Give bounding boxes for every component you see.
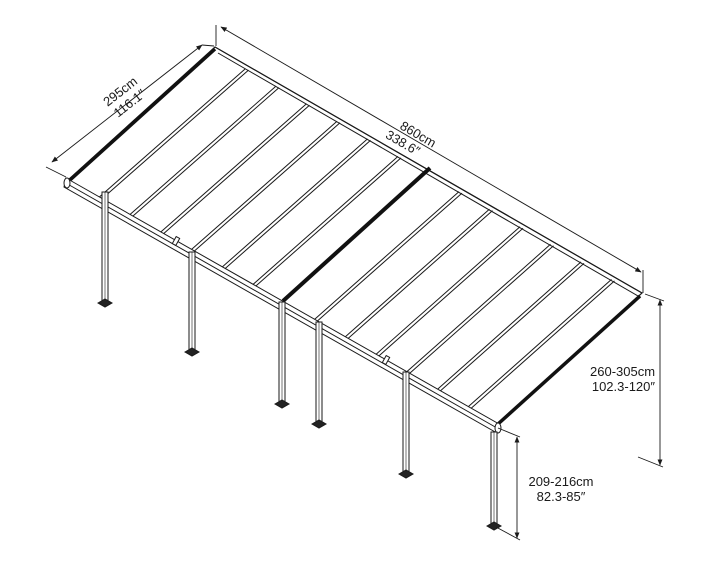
post-base-plate bbox=[183, 347, 201, 357]
post bbox=[397, 371, 415, 479]
support-posts bbox=[96, 191, 503, 531]
post-base-plate bbox=[273, 399, 291, 409]
post-height-inch: 82.3-85″ bbox=[536, 489, 586, 504]
rafter-line bbox=[438, 262, 585, 393]
post bbox=[310, 321, 328, 429]
dimension-lines bbox=[45, 25, 665, 541]
post bbox=[183, 251, 201, 357]
post-height-cm: 209-216cm bbox=[528, 474, 594, 489]
wall-height-inch: 102.3-120″ bbox=[591, 379, 655, 394]
post-base-plate bbox=[310, 419, 328, 429]
post-height-label: 209-216cm 82.3-85″ bbox=[526, 474, 596, 504]
post bbox=[96, 191, 114, 308]
post-base-plate bbox=[96, 298, 114, 308]
post bbox=[273, 301, 291, 409]
wall-height-cm: 260-305cm bbox=[590, 364, 656, 379]
rafter-line bbox=[435, 261, 582, 392]
rafter-line bbox=[469, 280, 615, 411]
post-base-plate bbox=[397, 469, 415, 479]
post bbox=[485, 431, 503, 531]
right-edge-rafter bbox=[496, 294, 642, 426]
rafter-line bbox=[466, 279, 612, 409]
wall-height-label: 260-305cm 102.3-120″ bbox=[590, 364, 655, 394]
